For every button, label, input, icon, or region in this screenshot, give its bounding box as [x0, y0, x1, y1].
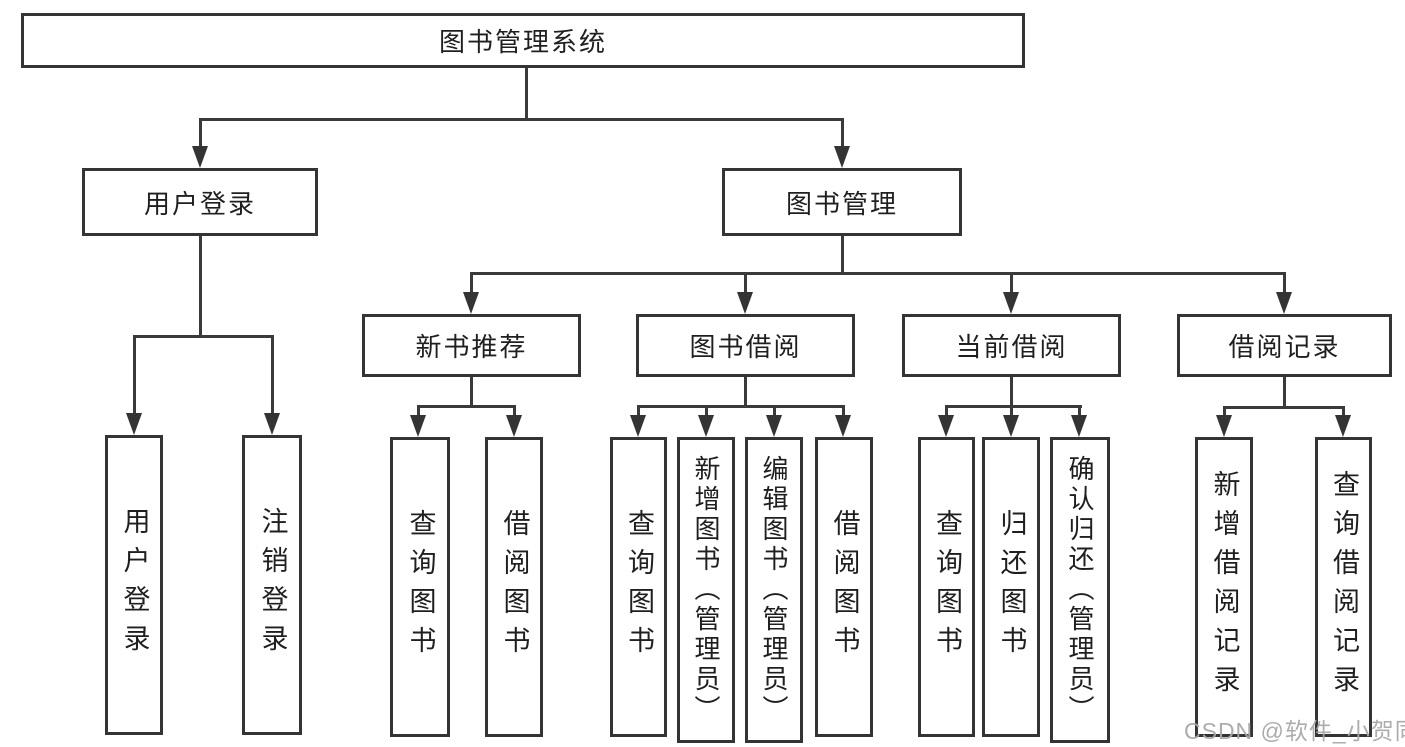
- node-label: 图书借阅: [689, 332, 802, 362]
- connector-book-borrow-drop: [637, 405, 640, 417]
- node-label: 图书管理: [785, 188, 898, 219]
- connector-book-mgmt-drop: [470, 272, 473, 294]
- connector-book-borrow-rail: [637, 405, 845, 408]
- leaf-logout: 注销登录: [242, 435, 302, 735]
- arrow-down-icon: [834, 146, 850, 168]
- leaf-add-borrow-record: 新增借阅记录: [1195, 437, 1253, 737]
- leaf-label: 确认归还（管理员）: [1065, 455, 1095, 725]
- node-current-borrowing: 当前借阅: [902, 314, 1121, 377]
- arrow-down-icon: [766, 415, 782, 437]
- connector-new-book-drop: [417, 405, 420, 417]
- leaf-label: 借阅图书: [829, 509, 860, 665]
- leaf-user-login: 用户登录: [105, 435, 163, 735]
- leaf-label: 查询图书: [932, 509, 962, 665]
- node-new-book-recommendation: 新书推荐: [362, 314, 581, 377]
- arrow-down-icon: [1276, 292, 1292, 314]
- leaf-add-books-admin: 新增图书（管理员）: [677, 437, 735, 743]
- connector-user-login-drop: [271, 335, 274, 413]
- leaf-confirm-return-admin: 确认归还（管理员）: [1050, 437, 1110, 743]
- arrow-down-icon: [1071, 415, 1087, 437]
- connector-book-mgmt-stem: [841, 236, 844, 272]
- connector-borrow-records-rail: [1223, 406, 1345, 409]
- leaf-label: 新增借阅记录: [1209, 470, 1240, 704]
- connector-current-borrow-stem: [1010, 377, 1013, 405]
- connector-book-borrow-drop: [705, 405, 708, 417]
- connector-book-mgmt-drop: [1283, 272, 1286, 294]
- connector-root-stem: [525, 68, 528, 118]
- leaf-label: 查询借阅记录: [1329, 470, 1359, 704]
- connector-book-mgmt-drop: [744, 272, 747, 294]
- arrow-down-icon: [1003, 415, 1019, 437]
- connector-current-borrow-drop: [945, 405, 948, 417]
- leaf-label: 注销登录: [257, 507, 288, 663]
- connector-current-borrow-drop: [1010, 405, 1013, 417]
- arrow-down-icon: [506, 415, 522, 437]
- arrow-down-icon: [264, 413, 280, 435]
- node-library-management-system: 图书管理系统: [21, 13, 1025, 68]
- leaf-label: 新增图书（管理员）: [691, 455, 721, 725]
- connector-borrow-records-drop: [1223, 406, 1226, 417]
- connector-user-login-rail: [133, 335, 273, 338]
- leaf-label: 用户登录: [119, 507, 150, 663]
- connector-book-mgmt-rail: [470, 272, 1286, 275]
- leaf-edit-books-admin: 编辑图书（管理员）: [745, 437, 803, 743]
- leaf-borrow-books: 借阅图书: [815, 437, 873, 737]
- node-book-borrowing: 图书借阅: [636, 314, 855, 377]
- arrow-down-icon: [938, 415, 954, 437]
- node-label: 图书管理系统: [438, 27, 607, 57]
- node-user-login: 用户登录: [82, 168, 318, 236]
- leaf-label: 编辑图书（管理员）: [759, 455, 789, 725]
- csdn-watermark: CSDN @软件_小贺同学: [1184, 718, 1405, 744]
- connector-user-login-drop: [133, 335, 136, 413]
- connector-new-book-rail: [417, 405, 516, 408]
- connector-current-borrow-drop: [1078, 405, 1081, 417]
- arrow-down-icon: [463, 292, 479, 314]
- connector-root-drop: [199, 118, 202, 148]
- leaf-label: 借阅图书: [499, 509, 530, 665]
- arrow-down-icon: [1216, 415, 1232, 437]
- connector-current-borrow-rail: [945, 405, 1082, 408]
- arrow-down-icon: [737, 292, 753, 314]
- node-book-management: 图书管理: [722, 168, 962, 236]
- arrow-down-icon: [410, 415, 426, 437]
- leaf-query-books: 查询图书: [610, 437, 667, 737]
- node-borrowing-records: 借阅记录: [1177, 314, 1392, 377]
- connector-borrow-records-stem: [1283, 377, 1286, 406]
- arrow-down-icon: [835, 415, 851, 437]
- arrow-down-icon: [126, 413, 142, 435]
- node-label: 借阅记录: [1228, 332, 1341, 362]
- connector-new-book-stem: [470, 377, 473, 405]
- leaf-query-books: 查询图书: [390, 437, 450, 737]
- leaf-label: 查询图书: [624, 509, 654, 665]
- leaf-label: 查询图书: [405, 509, 436, 665]
- leaf-query-books: 查询图书: [918, 437, 975, 737]
- connector-book-borrow-drop: [773, 405, 776, 417]
- leaf-return-books: 归还图书: [982, 437, 1040, 737]
- connector-user-login-stem: [199, 236, 202, 335]
- arrow-down-icon: [1335, 415, 1351, 437]
- connector-root-drop: [841, 118, 844, 148]
- connector-new-book-drop: [513, 405, 516, 417]
- connector-book-borrow-drop: [842, 405, 845, 417]
- node-label: 用户登录: [143, 188, 256, 219]
- connector-borrow-records-drop: [1342, 406, 1345, 417]
- connector-root-rail: [199, 118, 844, 121]
- arrow-down-icon: [698, 415, 714, 437]
- node-label: 当前借阅: [955, 332, 1068, 362]
- leaf-borrow-books: 借阅图书: [485, 437, 543, 737]
- connector-book-borrow-stem: [744, 377, 747, 405]
- leaf-label: 归还图书: [996, 509, 1027, 665]
- arrow-down-icon: [192, 146, 208, 168]
- arrow-down-icon: [1003, 292, 1019, 314]
- leaf-query-borrow-record: 查询借阅记录: [1315, 437, 1372, 737]
- connector-book-mgmt-drop: [1010, 272, 1013, 294]
- arrow-down-icon: [630, 415, 646, 437]
- node-label: 新书推荐: [415, 332, 528, 362]
